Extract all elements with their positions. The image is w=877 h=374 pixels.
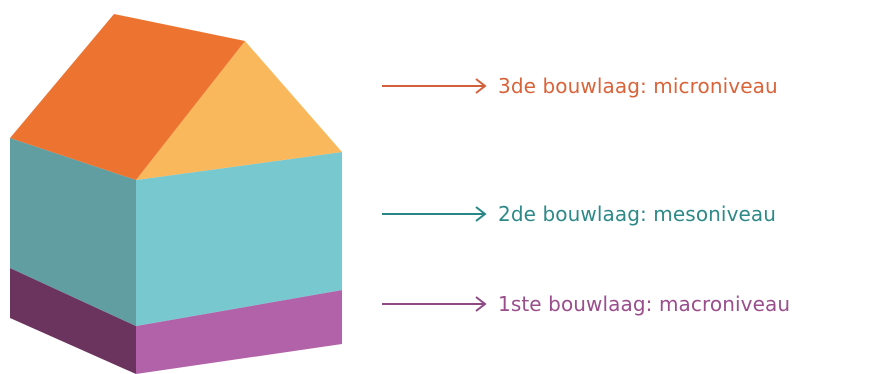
- meso-arrow: [382, 206, 487, 222]
- meso-layer-label: 2de bouwlaag: mesoniveau: [498, 202, 777, 226]
- macro-arrow-head: [475, 296, 487, 312]
- meso-layer-front-face: [136, 152, 342, 326]
- meso-arrow-head: [475, 206, 487, 222]
- macro-layer-front-face: [136, 290, 342, 374]
- macro-arrow: [382, 296, 487, 312]
- macro-layer-left-face: [10, 268, 136, 374]
- micro-layer-roof-slope: [10, 14, 245, 180]
- macro-layer-label: 1ste bouwlaag: macroniveau: [498, 292, 791, 316]
- micro-arrow: [382, 78, 487, 94]
- micro-layer-label: 3de bouwlaag: microniveau: [498, 74, 778, 98]
- micro-layer-roof-gable: [136, 41, 342, 180]
- micro-arrow-head: [475, 78, 487, 94]
- meso-layer-left-face: [10, 138, 136, 326]
